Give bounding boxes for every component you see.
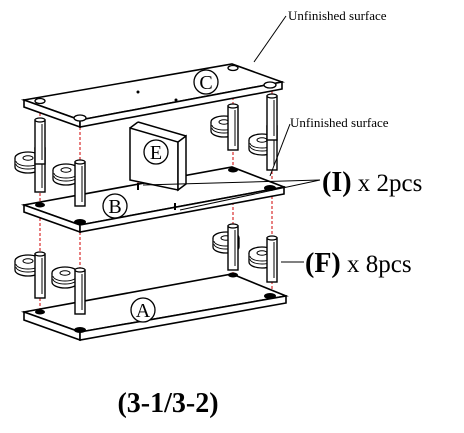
leader-lines [142, 15, 321, 263]
plate-b-label: B [102, 193, 128, 219]
plate-c-label: C [193, 69, 219, 95]
plate-c [20, 63, 286, 129]
svg-text:A: A [136, 300, 151, 322]
screw-marks [137, 183, 176, 210]
plate-a-label: A [130, 297, 156, 323]
note-unfinished-surface-middle: Unfinished surface [290, 115, 389, 130]
svg-text:B: B [108, 196, 121, 218]
callout-f-quantity: (F) x 8pcs [305, 248, 412, 279]
panel-e-label: E [143, 139, 169, 165]
figure-caption: (3-1/3-2) [117, 388, 218, 419]
note-unfinished-surface-top: Unfinished surface [288, 8, 387, 23]
plate-a [20, 272, 289, 342]
svg-text:E: E [150, 142, 162, 164]
callout-i-quantity: (I) x 2pcs [322, 167, 422, 198]
svg-text:C: C [199, 72, 212, 94]
